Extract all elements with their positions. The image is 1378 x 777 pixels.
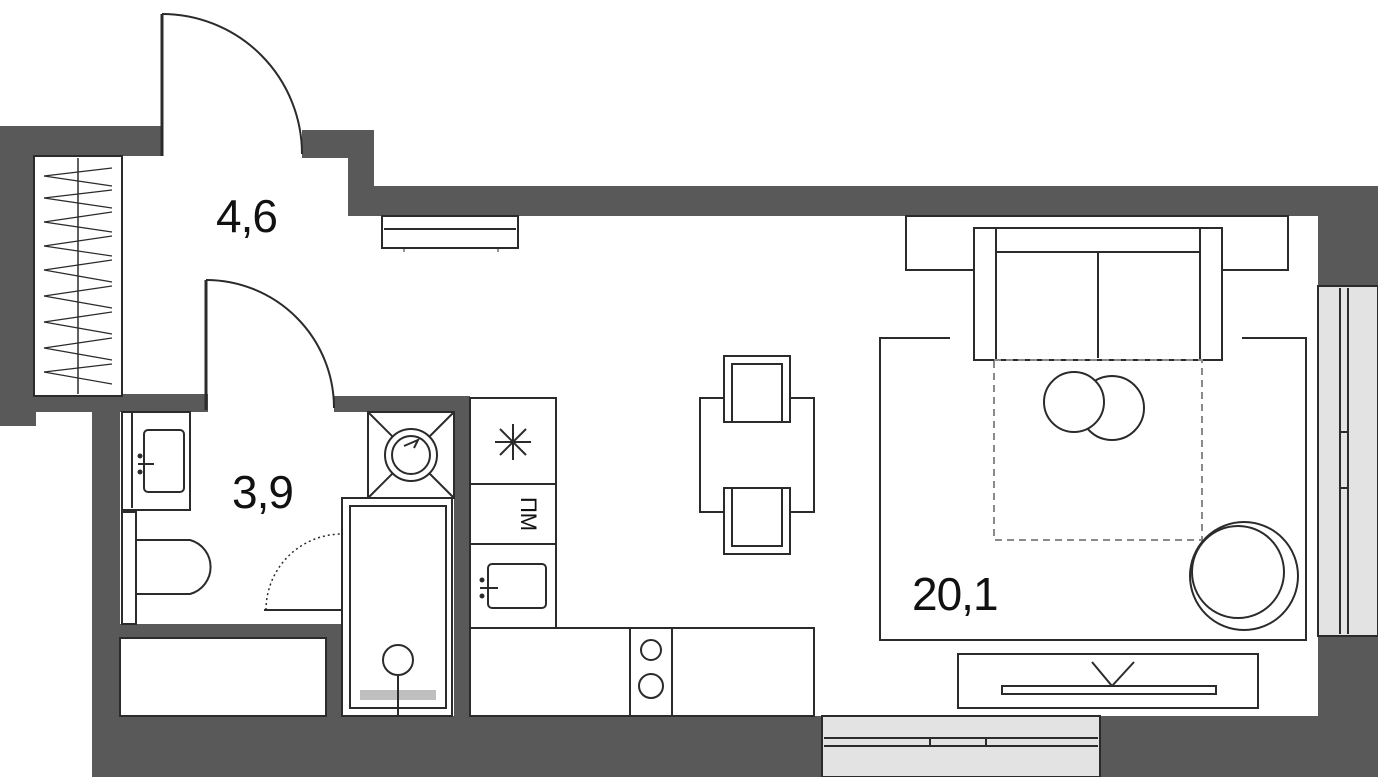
window-icon [821, 715, 1101, 777]
toilet-icon [121, 511, 212, 625]
coffee-table-icon [1043, 371, 1145, 441]
armchair-icon [1189, 521, 1299, 631]
dishwasher-label: ПМ [516, 497, 541, 531]
storage-niche [119, 637, 327, 717]
chair-icon [723, 487, 791, 555]
rug-icon [879, 337, 1307, 641]
cooktop-icon [629, 627, 673, 717]
bathtub-icon [341, 497, 453, 717]
dishwasher-icon: ПМ [469, 483, 557, 545]
sofa-footprint-dashed [993, 359, 1203, 541]
freezer-icon [469, 397, 557, 485]
chair-icon [723, 355, 791, 423]
tv-stand-icon [957, 653, 1259, 709]
bathroom-door-icon [204, 279, 335, 410]
shower-curtain-icon [264, 533, 343, 611]
sink-icon [121, 411, 191, 511]
radiator-icon [381, 215, 519, 252]
sofa-icon [905, 215, 1289, 361]
hall-door-icon [160, 13, 303, 156]
kitchen-sink-icon [469, 543, 557, 629]
washing-machine-icon [367, 411, 455, 499]
walls [0, 126, 1378, 777]
hall-area-label: 4,6 [216, 190, 277, 242]
living-area-label: 20,1 [912, 568, 998, 620]
bathroom-area-label: 3,9 [232, 466, 293, 518]
window-icon [1317, 285, 1378, 637]
wardrobe-icon [33, 155, 123, 397]
